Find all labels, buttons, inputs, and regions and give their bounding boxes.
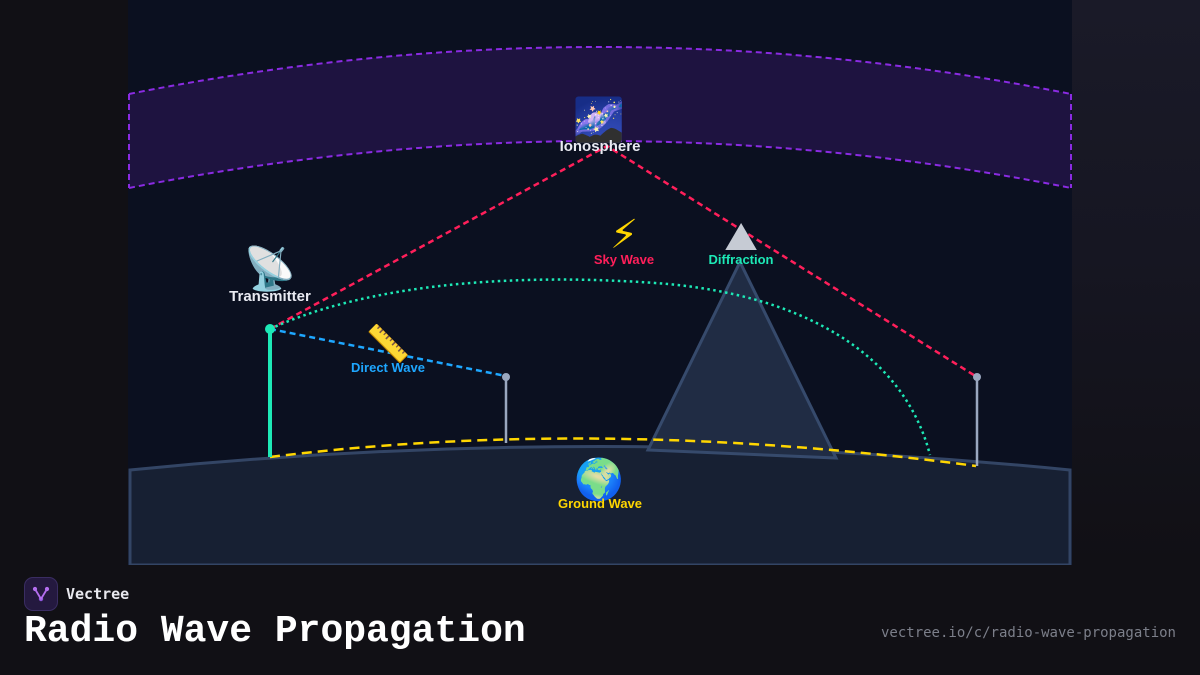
page-title: Radio Wave Propagation bbox=[24, 610, 526, 653]
ionosphere-upper-boundary bbox=[128, 46, 1072, 95]
mountain-obstacle bbox=[645, 258, 839, 460]
lightning-icon: ⚡ bbox=[610, 212, 638, 258]
transmitter-node bbox=[265, 324, 275, 334]
milky-way-icon: 🌌 bbox=[573, 95, 625, 144]
propagation-diagram: 🌌 📡 ⚡ ⛰ 📏 🌍 Ionosphere Transmitter Sky W… bbox=[128, 0, 1072, 565]
diagram-canvas: 🌌 📡 ⚡ ⛰ 📏 🌍 Ionosphere Transmitter Sky W… bbox=[128, 46, 1072, 565]
direct-wave-path bbox=[269, 327, 507, 378]
diffraction-label: Diffraction bbox=[709, 252, 774, 267]
ground-wave-path bbox=[269, 437, 977, 468]
mountain-icon: ⛰ bbox=[724, 214, 758, 260]
far-receiver-node bbox=[973, 373, 981, 381]
vectree-tree-icon bbox=[24, 577, 58, 611]
background-shade bbox=[1072, 0, 1200, 560]
ionosphere-layer bbox=[129, 47, 1071, 188]
direct-receiver-node bbox=[502, 373, 510, 381]
earth-ground bbox=[128, 445, 1072, 565]
sky-wave-label: Sky Wave bbox=[594, 252, 654, 267]
brand-name: Vectree bbox=[66, 585, 130, 603]
brand-block: Vectree bbox=[24, 577, 129, 611]
ionosphere-lower-boundary bbox=[128, 140, 1072, 189]
globe-icon: 🌍 bbox=[574, 456, 624, 503]
ionosphere-label: Ionosphere bbox=[560, 138, 641, 155]
ruler-icon: 📏 bbox=[366, 323, 411, 365]
transmitter-label: Transmitter bbox=[229, 288, 311, 305]
ground-wave-label: Ground Wave bbox=[558, 496, 642, 511]
direct-wave-label: Direct Wave bbox=[351, 360, 425, 375]
diffraction-path bbox=[269, 278, 932, 456]
source-url[interactable]: vectree.io/c/radio-wave-propagation bbox=[880, 625, 1176, 641]
satellite-antenna-icon: 📡 bbox=[244, 242, 296, 293]
sky-wave-path bbox=[269, 144, 978, 379]
